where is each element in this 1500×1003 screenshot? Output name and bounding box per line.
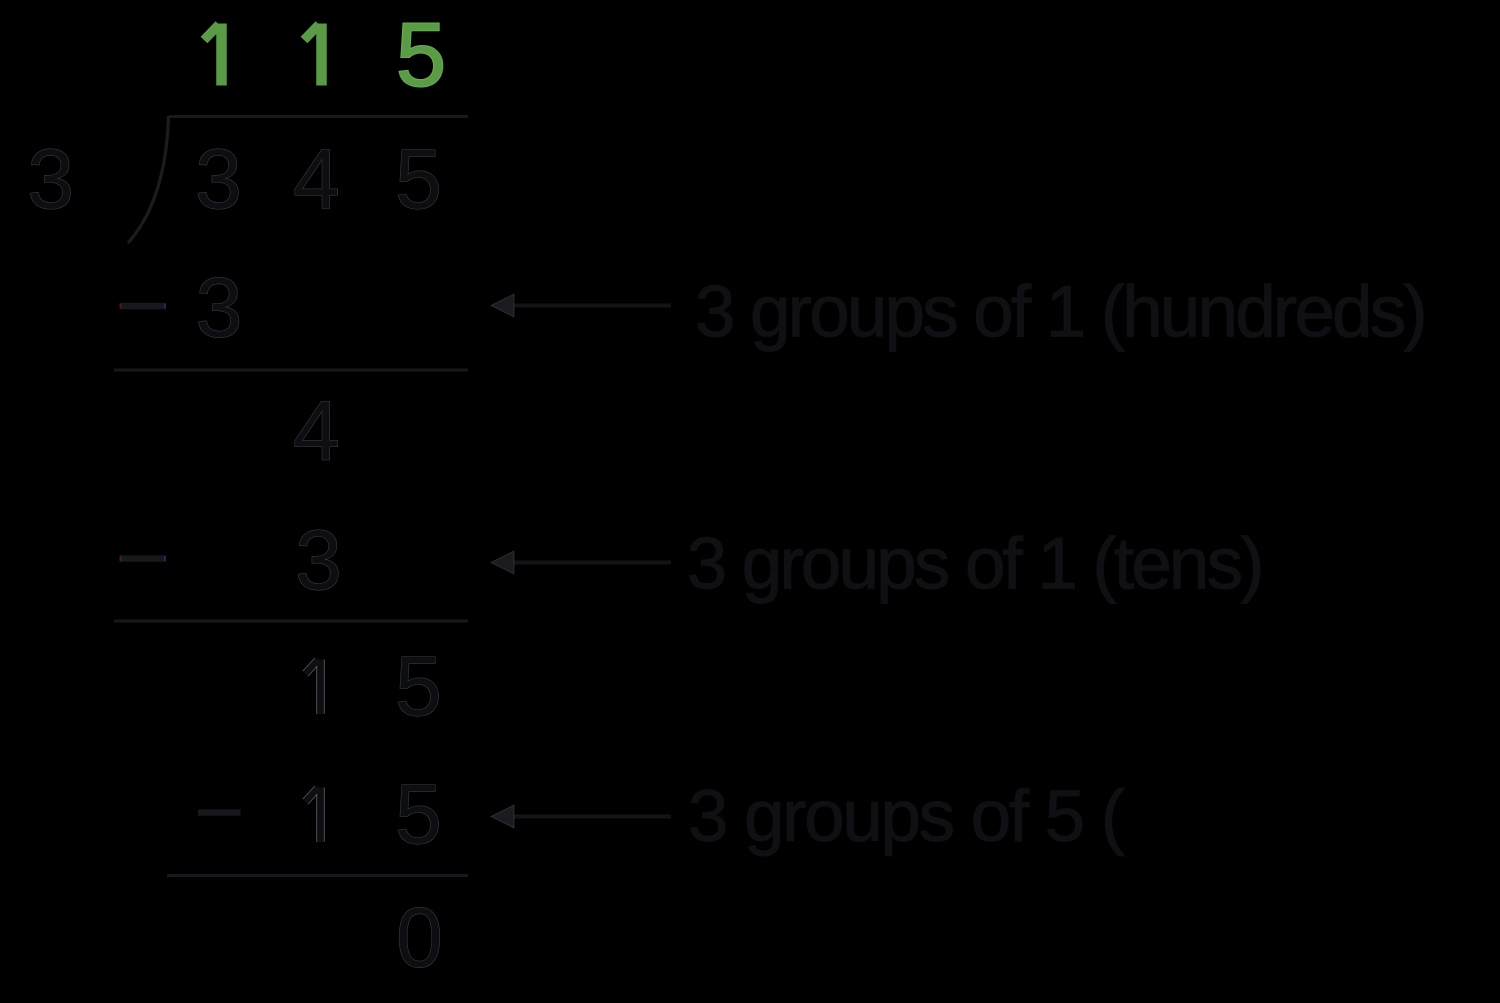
svg-text:4: 4 — [293, 384, 340, 478]
svg-text:5: 5 — [395, 132, 442, 226]
svg-text:3 groups of 1 (tens): 3 groups of 1 (tens) — [687, 524, 1262, 605]
svg-text:4: 4 — [293, 132, 340, 226]
svg-text:5: 5 — [396, 6, 446, 106]
svg-text:3: 3 — [27, 132, 74, 226]
svg-text:3: 3 — [196, 261, 243, 355]
svg-text:3 groups of 5 (: 3 groups of 5 ( — [688, 776, 1125, 857]
svg-text:3: 3 — [195, 132, 242, 226]
svg-text:5: 5 — [395, 767, 442, 861]
svg-text:3: 3 — [295, 513, 342, 607]
svg-text:0: 0 — [396, 891, 443, 985]
svg-text:3 groups of 1 (hundreds): 3 groups of 1 (hundreds) — [695, 272, 1425, 353]
svg-text:5: 5 — [395, 639, 442, 733]
